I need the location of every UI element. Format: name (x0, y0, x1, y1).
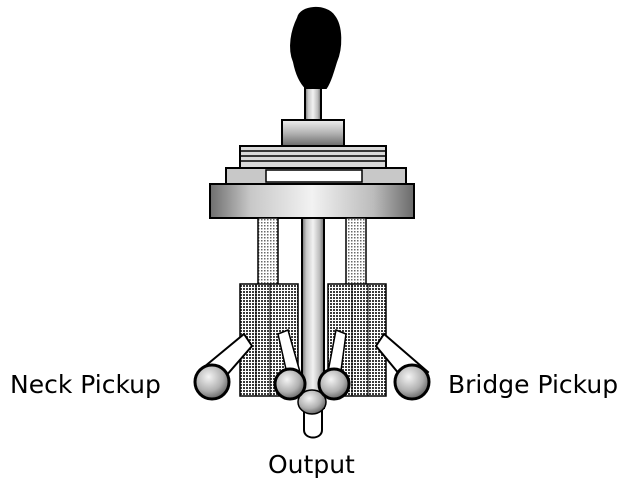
threaded-bushing (239, 145, 387, 169)
bridge-lug (393, 363, 431, 401)
top-collar (281, 119, 345, 147)
output-label: Output (268, 450, 355, 479)
neck-lug (193, 363, 231, 401)
center-right-lug (317, 367, 351, 401)
center-left-lug (273, 367, 307, 401)
neck-pickup-label: Neck Pickup (10, 370, 161, 399)
bridge-pickup-label: Bridge Pickup (448, 370, 619, 399)
mounting-plate (209, 183, 415, 219)
switch-knob (290, 7, 342, 89)
right-post (345, 217, 367, 287)
switch-lever (304, 87, 322, 123)
left-post (257, 217, 279, 287)
output-solder-blob (297, 389, 327, 415)
hex-nut (225, 167, 407, 185)
